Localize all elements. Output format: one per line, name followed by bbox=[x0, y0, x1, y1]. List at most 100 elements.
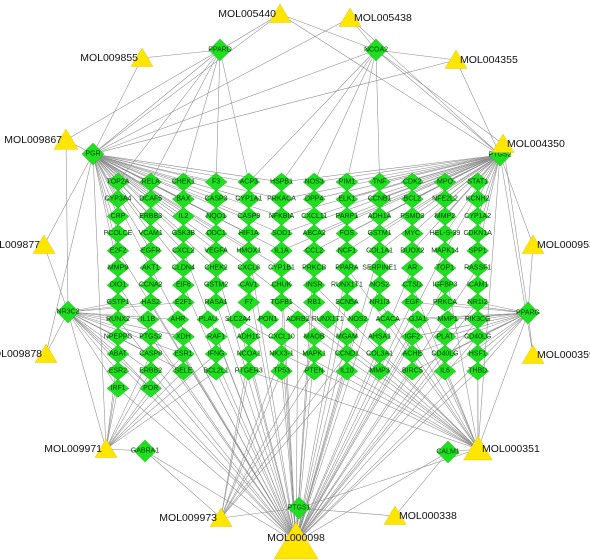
grid-target-node[interactable]: CRP bbox=[106, 207, 130, 226]
grid-target-node[interactable]: MYC bbox=[400, 224, 424, 243]
grid-target-node[interactable]: GSK3B bbox=[172, 224, 196, 243]
grid-target-node[interactable]: CHEK1 bbox=[172, 172, 195, 192]
target-node-ppard[interactable]: PPARD bbox=[208, 38, 232, 62]
grid-target-node[interactable]: NOS2 bbox=[346, 310, 370, 329]
grid-target-node[interactable]: NOS2 bbox=[368, 275, 391, 295]
grid-target-node[interactable]: CHUK bbox=[270, 275, 293, 295]
grid-target-node[interactable]: TNF bbox=[368, 172, 391, 192]
grid-target-node[interactable]: TP53 bbox=[270, 361, 293, 381]
grid-target-node[interactable]: HAS2 bbox=[139, 293, 163, 312]
grid-target-node[interactable]: CHEK2 bbox=[204, 258, 228, 278]
grid-target-node[interactable]: IL1A bbox=[270, 241, 293, 261]
grid-target-node[interactable]: EGF bbox=[400, 293, 424, 312]
grid-target-node[interactable]: RUNX1T1 bbox=[312, 310, 344, 329]
grid-target-node[interactable]: TOP1 bbox=[433, 258, 457, 278]
molecule-node-mol005438[interactable]: MOL005438 bbox=[338, 7, 412, 27]
grid-target-node[interactable]: E2F2 bbox=[106, 241, 130, 261]
grid-target-node[interactable]: E2F1 bbox=[172, 293, 195, 312]
grid-target-node[interactable]: HMOX1 bbox=[236, 241, 261, 261]
grid-target-node[interactable]: NQO1 bbox=[204, 207, 228, 226]
grid-target-node[interactable]: VCAM1 bbox=[139, 224, 163, 243]
grid-target-node[interactable]: HEL-S-39 bbox=[430, 224, 461, 243]
grid-target-node[interactable]: IL10 bbox=[335, 361, 359, 381]
grid-target-node[interactable]: PLAU bbox=[196, 310, 220, 329]
grid-target-node[interactable]: NCF1 bbox=[335, 241, 359, 261]
grid-target-node[interactable]: RUNX2 bbox=[106, 310, 130, 329]
grid-target-node[interactable]: SCN5A bbox=[335, 293, 359, 312]
grid-target-node[interactable]: RASSF1 bbox=[464, 258, 491, 278]
grid-target-node[interactable]: INSR bbox=[302, 275, 326, 295]
grid-target-node[interactable]: GJA1 bbox=[406, 310, 430, 329]
grid-target-node[interactable]: AHR bbox=[166, 310, 190, 329]
grid-target-node[interactable]: RASA1 bbox=[205, 293, 228, 312]
grid-target-node[interactable]: IL1B bbox=[136, 310, 160, 329]
grid-target-node[interactable]: BCL2 bbox=[400, 189, 424, 209]
grid-target-node[interactable]: ICAM1 bbox=[466, 275, 490, 295]
grid-target-node[interactable]: RUNX1T1 bbox=[331, 275, 363, 295]
target-node-ncoa2[interactable]: NCOA2 bbox=[364, 38, 388, 62]
grid-target-node[interactable]: CASP3 bbox=[205, 189, 228, 209]
grid-target-node[interactable]: ADH1A bbox=[368, 207, 392, 226]
grid-target-node[interactable]: IGFBP3 bbox=[433, 275, 458, 295]
grid-target-node[interactable]: CYP1A1 bbox=[235, 189, 262, 209]
molecule-node-mol009867[interactable]: MOL009867 bbox=[4, 128, 79, 150]
grid-target-node[interactable]: IRF1 bbox=[106, 379, 130, 398]
grid-target-node[interactable]: HSPB1 bbox=[270, 172, 293, 192]
grid-target-node[interactable]: MMP3 bbox=[368, 361, 391, 381]
grid-target-node[interactable]: ODC1 bbox=[204, 224, 228, 243]
grid-target-node[interactable]: IL2 bbox=[172, 207, 195, 226]
molecule-node-mol000359[interactable]: MOL000359 bbox=[521, 344, 590, 364]
grid-target-node[interactable]: TGFB1 bbox=[270, 293, 293, 312]
grid-target-node[interactable]: CDKN1A bbox=[463, 224, 492, 243]
grid-target-node[interactable]: PLAT bbox=[433, 327, 457, 347]
grid-target-node[interactable]: ACP3 bbox=[237, 172, 261, 192]
molecule-node-mol005440[interactable]: MOL005440 bbox=[218, 3, 292, 23]
grid-target-node[interactable]: CASP8 bbox=[139, 344, 162, 364]
grid-target-node[interactable]: PCOLCE bbox=[104, 224, 133, 243]
grid-target-node[interactable]: PPARA bbox=[335, 258, 359, 278]
molecule-node-mol000338[interactable]: MOL000338 bbox=[383, 505, 457, 525]
grid-target-node[interactable]: PRKCA bbox=[433, 293, 457, 312]
molecule-node-mol004355[interactable]: MOL004355 bbox=[444, 49, 518, 69]
target-node-ptgs1[interactable]: PTGS1 bbox=[288, 496, 311, 520]
grid-target-node[interactable]: PIM1 bbox=[335, 172, 359, 192]
grid-target-node[interactable]: NR1I3 bbox=[368, 293, 391, 312]
grid-target-node[interactable]: ACACA bbox=[376, 310, 400, 329]
target-node-pparg[interactable]: PPARG bbox=[516, 301, 540, 325]
grid-target-node[interactable]: SOD1 bbox=[270, 224, 293, 243]
grid-target-node[interactable]: EGFR bbox=[139, 241, 163, 261]
grid-target-node[interactable]: CCNA2 bbox=[139, 275, 163, 295]
grid-target-node[interactable]: CDK2 bbox=[400, 172, 424, 192]
molecule-node-mol000953[interactable]: MOL000953 bbox=[521, 234, 590, 254]
grid-target-node[interactable]: F3 bbox=[204, 172, 228, 192]
grid-target-node[interactable]: ESR2 bbox=[106, 361, 130, 381]
grid-target-node[interactable]: NOS3 bbox=[302, 172, 326, 192]
grid-target-node[interactable]: CXCL2 bbox=[172, 241, 195, 261]
grid-target-node[interactable]: SLC2A4 bbox=[225, 310, 251, 329]
grid-target-node[interactable]: AKT1 bbox=[139, 258, 163, 278]
grid-target-node[interactable]: CASP9 bbox=[237, 207, 260, 226]
grid-target-node[interactable]: DUOX2 bbox=[400, 241, 424, 261]
target-node-gabra1[interactable]: GABRA1 bbox=[131, 439, 160, 463]
grid-target-node[interactable]: AHSA1 bbox=[368, 327, 391, 347]
grid-target-node[interactable]: GSTM1 bbox=[368, 224, 392, 243]
molecule-node-mol004350[interactable]: MOL004350 bbox=[491, 133, 565, 153]
grid-target-node[interactable]: CXCL11 bbox=[301, 207, 327, 226]
grid-target-node[interactable]: CCNB1 bbox=[368, 189, 392, 209]
grid-target-node[interactable]: ESR1 bbox=[172, 344, 195, 364]
target-node-calm1[interactable]: CALM1 bbox=[436, 440, 460, 464]
grid-target-node[interactable]: F7 bbox=[237, 293, 261, 312]
grid-target-node[interactable]: ADRB2 bbox=[286, 310, 310, 329]
molecule-node-mol009877[interactable]: MOL009877 bbox=[0, 234, 56, 254]
grid-target-node[interactable]: HIF1A bbox=[237, 224, 261, 243]
grid-target-node[interactable]: CLDN4 bbox=[172, 258, 195, 278]
grid-target-node[interactable]: PTGER3 bbox=[235, 361, 263, 381]
grid-target-node[interactable]: DPP4 bbox=[302, 189, 326, 209]
molecule-node-mol000098[interactable]: MOL000098 bbox=[267, 521, 325, 560]
grid-target-node[interactable]: PON1 bbox=[256, 310, 280, 329]
grid-target-node[interactable]: PRKCB bbox=[302, 258, 327, 278]
grid-target-node[interactable]: PARP1 bbox=[335, 207, 359, 226]
grid-target-node[interactable]: IL6 bbox=[433, 361, 457, 381]
grid-target-node[interactable]: BCL2L1 bbox=[203, 361, 229, 381]
grid-target-node[interactable]: RB1 bbox=[302, 293, 326, 312]
